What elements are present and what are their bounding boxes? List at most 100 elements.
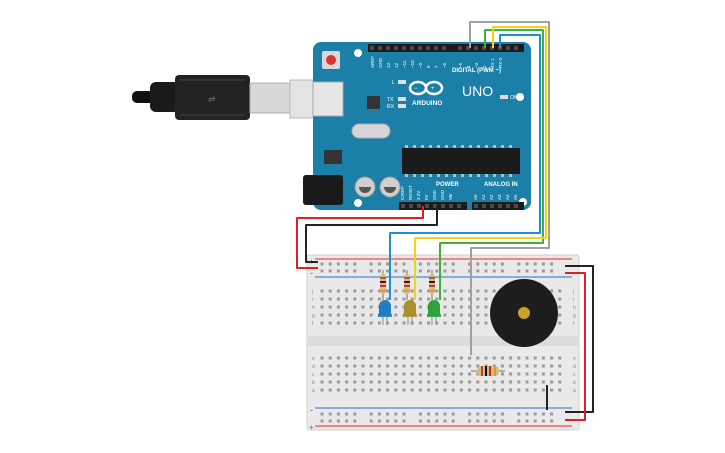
breadboard-hole (345, 297, 349, 301)
breadboard-hole (459, 289, 463, 293)
rail-hole (541, 262, 545, 266)
header-hole (474, 46, 478, 50)
breadboard-hole (328, 313, 332, 317)
breadboard-hole (451, 388, 455, 392)
breadboard-hole (476, 313, 480, 317)
breadboard-hole (517, 388, 521, 392)
pin-label: 8 (426, 65, 431, 68)
breadboard-hole (361, 297, 365, 301)
breadboard-hole (435, 321, 439, 325)
wire-red-rail-right (565, 272, 586, 421)
row-label: i (573, 297, 574, 303)
rail-hole (468, 262, 472, 266)
resistor-band (404, 285, 410, 287)
breadboard-hole (476, 356, 480, 360)
rail-hole (353, 419, 357, 423)
breadboard-hole (394, 313, 398, 317)
rail-hole (377, 262, 381, 266)
breadboard-hole (533, 380, 537, 384)
chip-leg (485, 145, 488, 148)
pin-label: A2 (489, 194, 494, 200)
breadboard-hole (345, 356, 349, 360)
pin-label: 3.3V (416, 191, 421, 200)
arduino-logo: − + (408, 80, 444, 96)
rail-hole (476, 412, 480, 416)
breadboard-hole (451, 289, 455, 293)
chip-leg (501, 174, 504, 177)
breadboard-hole (451, 305, 455, 309)
breadboard-hole (476, 297, 480, 301)
resistor-band (429, 281, 435, 283)
rail-hole (336, 262, 340, 266)
rail-hole (484, 419, 488, 423)
breadboard-hole (345, 372, 349, 376)
pin-label: A0 (473, 194, 478, 200)
breadboard-hole (443, 372, 447, 376)
chip-leg (493, 145, 496, 148)
breadboard-hole (476, 289, 480, 293)
header-hole (410, 46, 414, 50)
rail-hole (353, 262, 357, 266)
breadboard-hole (459, 380, 463, 384)
pin-label: IOREF (400, 186, 405, 200)
chip-leg (445, 174, 448, 177)
breadboard-hole (353, 313, 357, 317)
breadboard-hole (427, 356, 431, 360)
wire-green-pin4 (439, 29, 544, 300)
header-hole (506, 204, 510, 208)
breadboard-hole (394, 388, 398, 392)
breadboard-hole (336, 364, 340, 368)
chip-leg (453, 145, 456, 148)
analog-label: ANALOG IN (484, 182, 518, 188)
breadboard-hole (509, 364, 513, 368)
rail-hole (500, 419, 504, 423)
breadboard-hole (353, 388, 357, 392)
breadboard-hole (484, 388, 488, 392)
rail-hole (435, 412, 439, 416)
breadboard-hole (402, 380, 406, 384)
rail-hole (550, 262, 554, 266)
breadboard-hole (435, 289, 439, 293)
chip-leg (509, 174, 512, 177)
breadboard-hole (402, 388, 406, 392)
pin-label: Vin (448, 193, 453, 200)
breadboard-hole (336, 313, 340, 317)
breadboard-hole (558, 372, 562, 376)
rail-hole (377, 269, 381, 273)
chip-leg (421, 174, 424, 177)
dc-power-jack (303, 175, 343, 205)
breadboard-hole (525, 372, 529, 376)
wire-black-rail-right (565, 265, 594, 413)
pin-label: ~11 (402, 60, 407, 68)
breadboard-hole (345, 380, 349, 384)
rail-hole (435, 269, 439, 273)
breadboard-hole (558, 289, 562, 293)
reset-button-cap[interactable] (326, 55, 336, 65)
breadboard-hole (484, 380, 488, 384)
svg-text:+: + (431, 86, 435, 92)
breadboard-hole (451, 372, 455, 376)
wire-gray-pin7 (469, 21, 550, 355)
breadboard-hole (517, 372, 521, 376)
breadboard-hole (451, 313, 455, 317)
breadboard-hole (558, 388, 562, 392)
breadboard-hole (468, 364, 472, 368)
breadboard-hole (410, 289, 414, 293)
header-hole (482, 204, 486, 208)
breadboard-hole (377, 321, 381, 325)
header-hole (378, 46, 382, 50)
header-hole (466, 46, 470, 50)
digital-label: DIGITAL (PWM ~) (452, 68, 501, 74)
breadboard-hole (509, 356, 513, 360)
breadboard-hole (468, 297, 472, 301)
header-hole (506, 46, 510, 50)
breadboard-hole (459, 297, 463, 301)
rail-hole (492, 269, 496, 273)
row-label: c (312, 372, 315, 378)
header-hole (441, 204, 445, 208)
breadboard-hole (410, 388, 414, 392)
rail-hole (328, 269, 332, 273)
pin-label: 7 (434, 65, 439, 68)
resistor-body (404, 274, 410, 294)
